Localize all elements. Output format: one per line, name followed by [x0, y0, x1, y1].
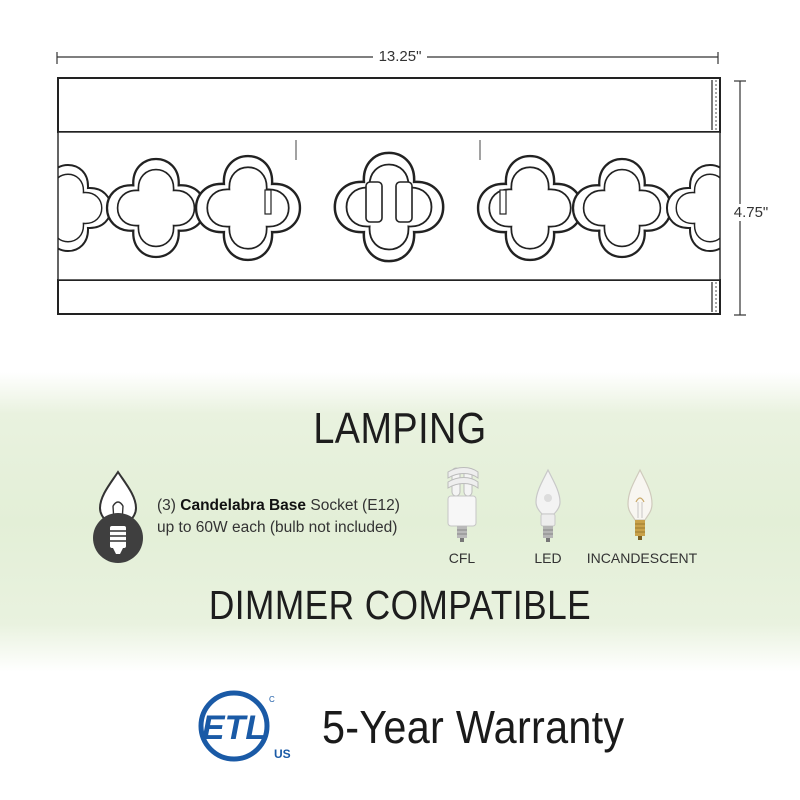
socket-description: (3) Candelabra Base Socket (E12): [157, 497, 400, 514]
height-dimension-line: [734, 80, 746, 316]
bulb-type-cfl: CFL: [448, 550, 476, 566]
bulb-type-led: LED: [534, 550, 562, 566]
fixture-top-band: [57, 77, 721, 133]
socket-type: Candelabra Base: [180, 497, 307, 514]
svg-text:ETL: ETL: [202, 709, 266, 747]
svg-text:US: US: [274, 747, 291, 761]
svg-text:C: C: [269, 695, 275, 704]
fixture-quatrefoil-pattern: [58, 132, 720, 280]
width-dimension-label: 13.25": [0, 48, 800, 65]
etl-listed-logo: ETL C US: [198, 690, 291, 762]
incandescent-bulb-icon: [627, 468, 653, 540]
cfl-bulb-icon: [447, 467, 479, 542]
fixture-drawing: [56, 52, 746, 316]
led-bulb-icon: [535, 468, 561, 542]
fixture-frame-outline: [57, 131, 721, 281]
height-dimension-label: 4.75": [728, 204, 774, 221]
wattage-description: up to 60W each (bulb not included): [157, 519, 398, 536]
bulb-type-incandescent: INCANDESCENT: [586, 550, 698, 566]
dimmer-compatible-heading: DIMMER COMPATIBLE: [208, 582, 592, 628]
warranty-label: 5-Year Warranty: [322, 701, 625, 753]
lamping-heading: LAMPING: [313, 404, 487, 453]
fixture-bottom-band: [57, 279, 721, 315]
candelabra-bulb-icon: [93, 470, 143, 563]
